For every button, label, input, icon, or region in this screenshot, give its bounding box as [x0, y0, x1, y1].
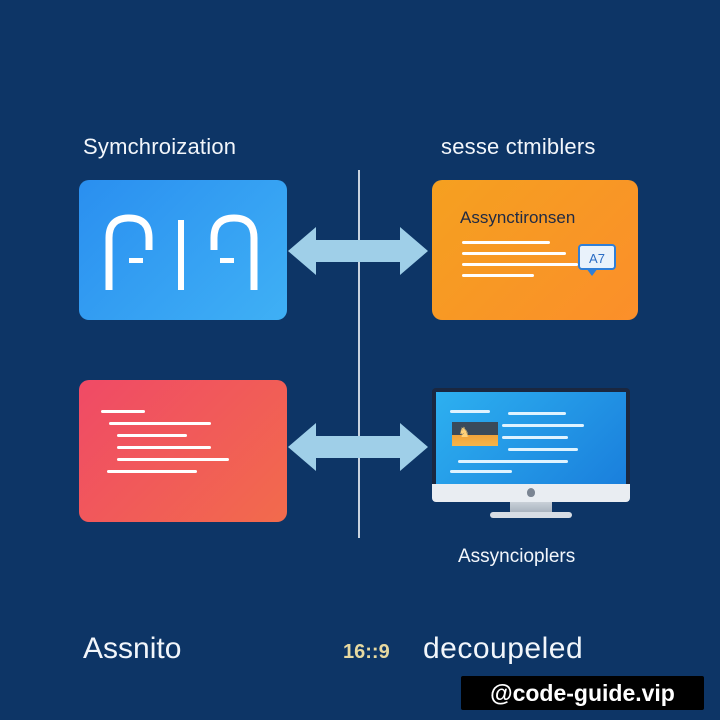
text-line [462, 252, 566, 255]
monitor-icon: ♞ [432, 388, 630, 518]
apple-logo-icon [527, 488, 535, 497]
text-line [107, 470, 197, 473]
text-line [109, 422, 211, 425]
watermark: @code-guide.vip [461, 676, 704, 710]
double-arrow-icon [288, 423, 428, 471]
async-card: Assynctironsen A7 [432, 180, 638, 320]
double-arrow-icon [288, 227, 428, 275]
center-divider [358, 170, 360, 538]
chat-bubble-icon: A7 [578, 244, 616, 276]
footer-left-label: Assnito [83, 632, 182, 665]
monitor-screen: ♞ [432, 388, 630, 496]
text-line [117, 458, 229, 461]
text-line [101, 410, 145, 413]
footer-time: 16::9 [343, 641, 390, 663]
text-line [462, 241, 550, 244]
monitor-caption: Assyncioplers [458, 546, 576, 567]
code-card [79, 380, 287, 522]
sync-card [79, 180, 287, 320]
image-thumbnail: ♞ [452, 422, 498, 446]
sync-glyph-icon [105, 214, 258, 290]
footer-right-label: decoupeled [423, 632, 584, 665]
heading-synchronization: Symchroization [83, 134, 237, 159]
text-line [117, 434, 187, 437]
text-line [462, 274, 534, 277]
text-line [117, 446, 211, 449]
async-card-title: Assynctironsen [460, 208, 576, 227]
text-line [462, 263, 578, 266]
heading-right: sesse ctmiblers [441, 134, 596, 159]
